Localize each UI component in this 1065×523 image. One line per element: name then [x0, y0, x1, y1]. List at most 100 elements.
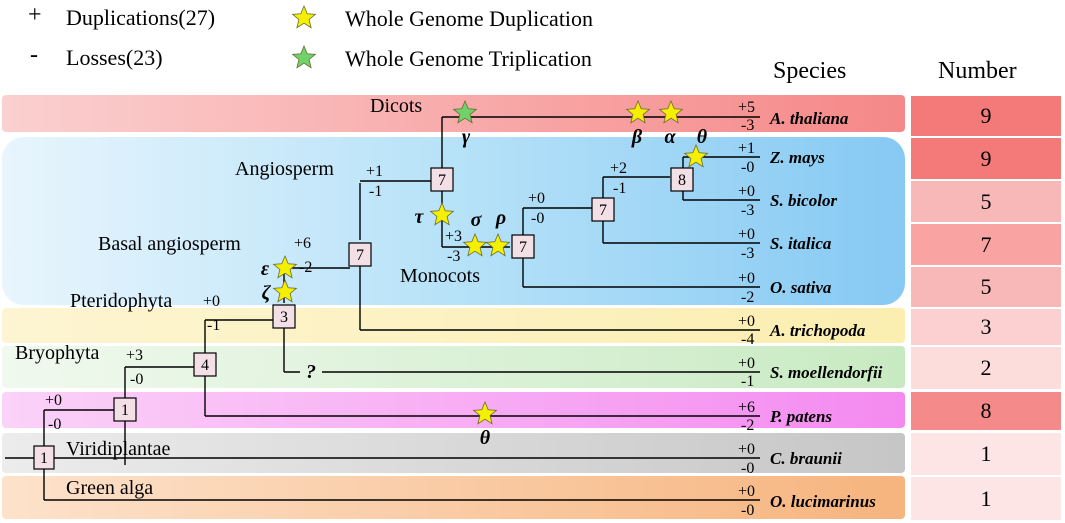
branch-gain: +2	[610, 160, 627, 177]
wgd-legend-star-icon	[292, 5, 316, 29]
branch-loss: -2	[299, 259, 312, 276]
loss-symbol: -	[30, 42, 38, 68]
node-label: 8	[678, 172, 686, 189]
rho-star-icon	[486, 233, 510, 257]
number-cell: 5	[910, 266, 1062, 308]
sigma-label: σ	[471, 209, 483, 231]
theta-moss-label: θ	[480, 427, 491, 449]
pteridophyta-label: Pteridophyta	[70, 290, 172, 312]
leaf-loss: -0	[741, 159, 754, 176]
number-cell: 2	[910, 346, 1062, 390]
leaf-loss: -3	[741, 117, 754, 134]
leaf-gain: +0	[738, 355, 755, 372]
leaf-loss: -2	[741, 417, 754, 434]
branch-loss: -0	[130, 371, 143, 388]
viridiplantae-label: Viridiplantae	[66, 438, 170, 460]
species-name: O. sativa	[770, 278, 832, 297]
theta-grass-label: θ	[697, 126, 708, 148]
leaf-gain: +0	[738, 483, 755, 500]
zeta-label: ζ	[262, 282, 272, 304]
wgt-legend-star-icon	[292, 45, 316, 69]
chara-band	[2, 433, 905, 473]
green-alga-label: Green alga	[66, 477, 153, 499]
species-name: O. lucimarinus	[770, 492, 876, 511]
branch-loss: -1	[613, 180, 626, 197]
number-cell: 8	[910, 391, 1062, 431]
epsilon-star-icon	[273, 255, 297, 279]
leaf-gain: +0	[738, 183, 755, 200]
dicots-band	[2, 95, 905, 132]
species-name: S. bicolor	[770, 191, 837, 210]
leaf-loss: -1	[741, 373, 754, 390]
node-label: 1	[40, 450, 48, 467]
species-name: S. italica	[770, 234, 832, 253]
leaf-loss: -3	[741, 202, 754, 219]
branch-gain: +0	[45, 392, 62, 409]
branch-gain: +0	[528, 190, 545, 207]
species-name: P. patens	[769, 407, 832, 426]
duplication-symbol: +	[28, 2, 42, 28]
tree-nodes: 7 7 7 7 8 3 4 1 1	[33, 167, 694, 470]
leaf-gain: +5	[738, 99, 755, 116]
species-name: A. thaliana	[769, 109, 849, 128]
alga-band	[2, 476, 905, 519]
gamma-label: γ	[462, 126, 471, 148]
number-cell: 5	[910, 180, 1062, 223]
branch-gain: +1	[366, 163, 383, 180]
number-cell: 7	[910, 223, 1062, 266]
leaf-gain: +1	[738, 140, 755, 157]
gamma-triplication-star-icon	[453, 100, 477, 124]
alpha-duplication-star-icon	[659, 100, 683, 124]
wgd-legend-label: Whole Genome Duplication	[345, 6, 594, 31]
branch-loss: -1	[207, 317, 220, 334]
sigma-star-icon	[463, 233, 487, 257]
rho-label: ρ	[495, 207, 506, 229]
branch-loss: -0	[531, 210, 544, 227]
moss-band	[2, 392, 905, 428]
wgt-legend-label: Whole Genome Triplication	[345, 46, 592, 71]
number-cell: 3	[910, 308, 1062, 346]
beta-label: β	[631, 126, 643, 148]
leaf-gain: +0	[738, 313, 755, 330]
number-cell: 1	[910, 432, 1062, 476]
leaf-gain: +0	[738, 270, 755, 287]
zeta-star-icon	[273, 279, 297, 303]
branch-gain: +3	[126, 347, 143, 364]
theta-moss-star-icon	[473, 401, 497, 425]
number-cell: 1	[910, 476, 1062, 521]
leaf-gain: +0	[738, 226, 755, 243]
number-cell: 9	[910, 137, 1062, 180]
species-name: Z. mays	[769, 148, 825, 167]
alpha-label: α	[664, 126, 676, 148]
theta-grass-star-icon	[684, 144, 708, 168]
node-label: 7	[438, 172, 446, 189]
node-label: 7	[519, 239, 527, 256]
node-label: 7	[599, 202, 607, 219]
branch-gain: +3	[445, 228, 462, 245]
epsilon-label: ε	[261, 258, 270, 280]
leaf-loss: -0	[741, 460, 754, 477]
branch-loss: -3	[447, 248, 460, 265]
branch-gain: +0	[203, 293, 220, 310]
unknown-event-label: ?	[306, 361, 316, 383]
species-name: A. trichopoda	[769, 321, 866, 340]
beta-duplication-star-icon	[626, 100, 650, 124]
leaf-loss: -3	[741, 245, 754, 262]
leaf-loss: -0	[741, 502, 754, 519]
leaf-loss: -4	[741, 331, 754, 348]
species-name: S. moellendorfii	[770, 363, 883, 382]
number-header: Number	[938, 58, 1017, 84]
basal-angiosperm-label: Basal angiosperm	[98, 233, 241, 255]
angiosperm-label: Angiosperm	[235, 158, 334, 180]
branch-gain: +6	[294, 235, 311, 252]
node-label: 3	[280, 309, 288, 326]
tau-label: τ	[415, 206, 425, 228]
node-label: 7	[356, 247, 364, 264]
branch-loss: -0	[48, 416, 61, 433]
angiosperm-band	[2, 137, 905, 305]
bryophyta-label: Bryophyta	[15, 342, 100, 364]
node-label: 4	[201, 357, 209, 374]
dicots-label: Dicots	[370, 95, 422, 117]
leaf-gain: +6	[738, 399, 755, 416]
